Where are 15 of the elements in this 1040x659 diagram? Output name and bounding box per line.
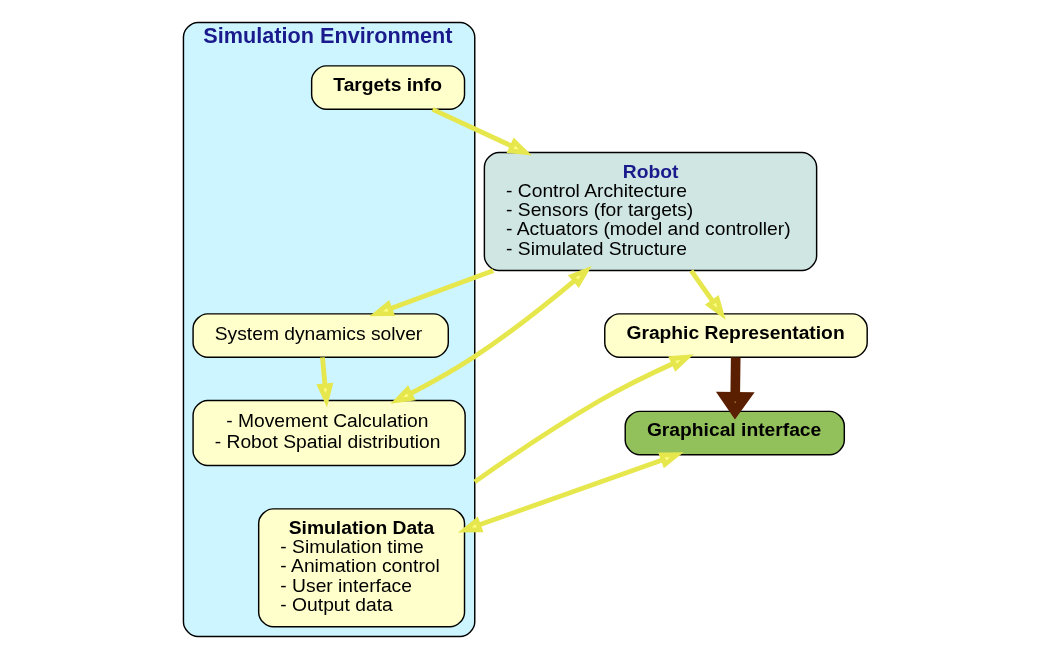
arrow — [389, 265, 592, 404]
node-box: Graphic Representation — [603, 313, 868, 358]
arrow — [472, 354, 694, 484]
node-box: Graphical interface — [624, 410, 845, 456]
node-box: - Movement Calculation - Robot Spatial distribution — [191, 399, 466, 467]
node-box: System dynamics solver — [191, 313, 449, 358]
arrow — [431, 107, 532, 156]
arrow — [457, 452, 684, 533]
node-box: Simulation Data - Simulation time - Animation control - User interface - Output data — [257, 508, 465, 628]
node-box: Robot - Control Architecture - Sensors (for targets) - Actuators (model and controller) - Simulated Structure — [483, 151, 817, 272]
node-box: Targets info — [310, 65, 465, 110]
arrow — [315, 357, 333, 408]
arrow — [368, 268, 494, 317]
arrow — [715, 357, 755, 420]
arrow — [688, 269, 726, 320]
